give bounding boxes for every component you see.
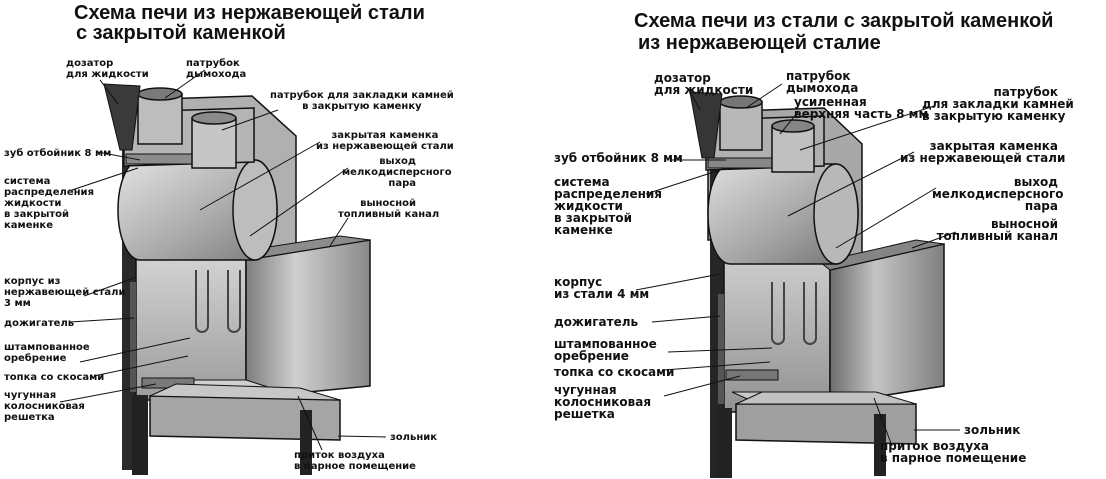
stone-loading-pipe xyxy=(191,117,237,169)
liquid-doser xyxy=(689,91,723,159)
firebox-body xyxy=(723,261,831,413)
remote-fuel-channel xyxy=(245,239,371,399)
left-title-line2: с закрытой каменкой xyxy=(76,22,286,44)
label-afterburner: дожигатель xyxy=(4,318,75,329)
label-firebox: топка со скосами xyxy=(554,365,675,379)
remote-fuel-channel xyxy=(829,243,945,405)
label-deflector-tooth: зуб отбойник 8 мм xyxy=(554,151,683,165)
left-diagram-panel: Схема печи из нержавеющей стали с закрыт… xyxy=(0,0,540,479)
left-title-line1: Схема печи из нержавеющей стали xyxy=(74,2,425,24)
leader-lines xyxy=(59,69,387,451)
liquid-doser xyxy=(103,83,141,151)
flue-pipe xyxy=(719,101,763,151)
stone-loading-pipe xyxy=(771,125,815,173)
label-firebox: топка со скосами xyxy=(4,372,105,383)
right-title-line1: Схема печи из стали с закрытой каменкой xyxy=(634,10,1054,32)
flue-pipe xyxy=(137,93,183,145)
right-title-line2: из нержавеющей сталие xyxy=(638,32,881,54)
leader-lines xyxy=(635,83,960,447)
label-ash-pan: зольник xyxy=(390,432,438,443)
cast-iron-grate xyxy=(725,369,779,381)
right-diagram-panel: Схема печи из стали с закрытой каменкой … xyxy=(540,0,1106,479)
label-afterburner: дожигатель xyxy=(554,315,639,329)
label-deflector-tooth: зуб отбойник 8 мм xyxy=(4,148,112,159)
left-stove-illustration xyxy=(59,69,387,475)
label-ash-pan: зольник xyxy=(964,423,1021,437)
right-stove-illustration xyxy=(635,83,960,478)
